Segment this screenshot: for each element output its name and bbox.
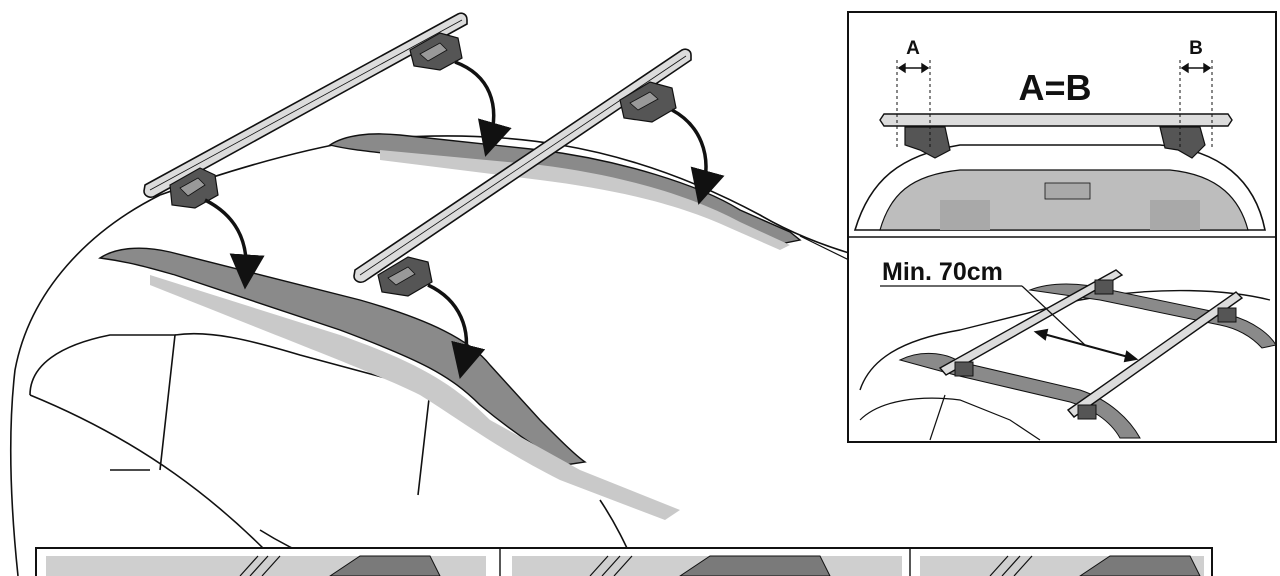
crossbar-front-foot-left xyxy=(169,167,219,209)
label-equation: A=B xyxy=(1018,67,1091,108)
arrow-front-right xyxy=(454,60,512,157)
crossbar-rear-foot-left xyxy=(377,256,433,297)
car-body xyxy=(9,135,961,576)
crossbar-front xyxy=(143,12,468,209)
crossbar-front-foot-right xyxy=(409,32,463,71)
inset-foot-right xyxy=(1159,126,1206,159)
detail-panel-1 xyxy=(46,555,486,576)
arrow-front-left xyxy=(204,198,265,290)
crossbar-rear xyxy=(353,48,692,297)
arrow-rear-left xyxy=(427,283,486,379)
bottom-detail-strip xyxy=(35,547,1213,576)
inset-rear-view: A B A=B xyxy=(853,38,1266,231)
inset-bar-front xyxy=(938,269,1124,376)
inset-crossbar xyxy=(879,113,1233,127)
inset-panel: A B A=B xyxy=(847,11,1277,443)
crossbar-rear-foot-right xyxy=(619,81,677,123)
inset-bar-rear xyxy=(1066,291,1244,418)
rear-roof-rail xyxy=(328,133,802,250)
label-min-distance: Min. 70cm xyxy=(882,258,1003,286)
detail-panel-2 xyxy=(512,555,902,576)
min-distance-arrow xyxy=(1039,332,1133,359)
inset-foot-left xyxy=(904,126,951,159)
arrow-rear-right xyxy=(671,108,725,205)
detail-panel-3 xyxy=(920,555,1204,576)
label-b: B xyxy=(1189,38,1203,59)
placement-arrows xyxy=(204,60,725,379)
front-roof-rail xyxy=(98,247,680,520)
inset-spacing-view: Min. 70cm xyxy=(859,258,1277,441)
label-a: A xyxy=(906,38,920,59)
